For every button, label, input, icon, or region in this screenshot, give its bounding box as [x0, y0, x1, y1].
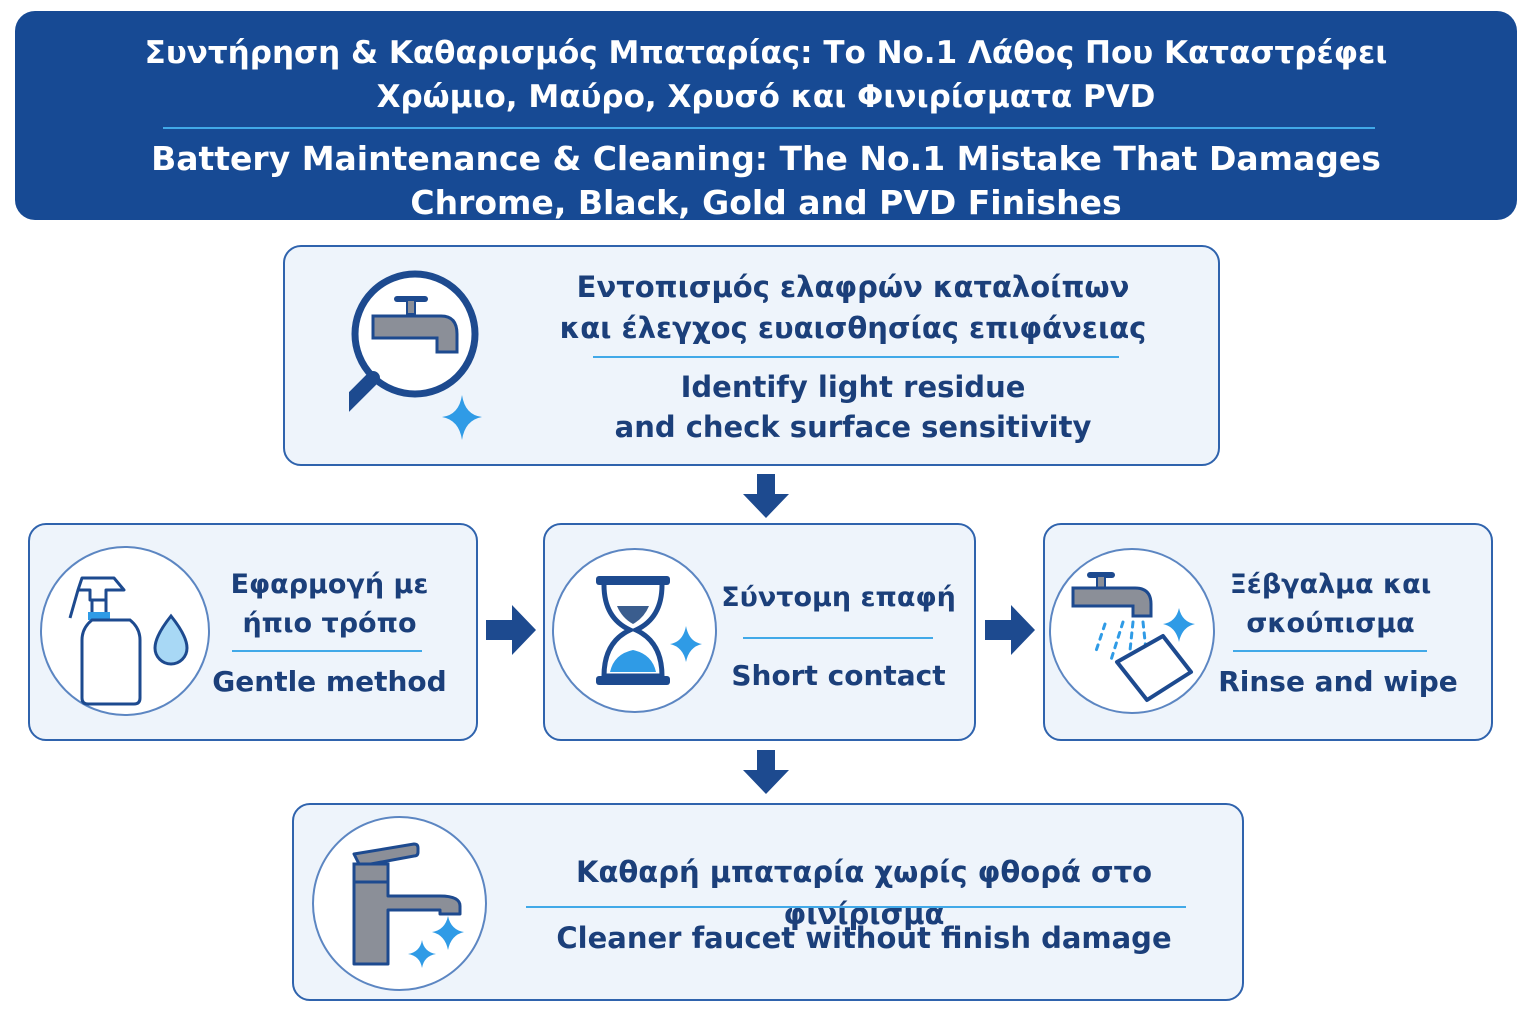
arrow-right-1	[486, 605, 536, 655]
rinse-english: Rinse and wipe	[1218, 665, 1458, 698]
identify-divider	[593, 356, 1119, 358]
identify-english-line-2: and check surface sensitivity	[614, 410, 1092, 444]
arrow-down-1	[743, 474, 789, 518]
identify-greek-line-1: Εντοπισμός ελαφρών καταλοίπων	[576, 270, 1130, 304]
result-greek: Καθαρή μπαταρία χωρίς φθορά στο φινίρισμ…	[575, 855, 1153, 931]
step-result-card: Καθαρή μπαταρία χωρίς φθορά στο φινίρισμ…	[292, 803, 1244, 1001]
apply-greek-line-2: ήπιο τρόπο	[242, 608, 417, 639]
rinse-greek-line-1: Ξέβγαλμα και	[1229, 569, 1432, 600]
result-divider	[526, 906, 1186, 908]
identify-english-line-1: Identify light residue	[680, 370, 1026, 404]
apply-english: Gentle method	[212, 665, 447, 698]
title-banner: Συντήρηση & Καθαρισμός Μπαταρίας: Το No.…	[15, 11, 1517, 222]
rinse-greek-line-2: σκούπισμα	[1246, 608, 1415, 639]
title-greek-line-2: Χρώμιο, Μαύρο, Χρυσό και Φινιρίσματα PVD	[376, 79, 1156, 115]
identify-greek: Εντοπισμός ελαφρών καταλοίπων και έλεγχο…	[553, 267, 1153, 349]
title-english-line-1: Battery Maintenance & Cleaning: The No.1…	[151, 139, 1381, 178]
magnifier-faucet-icon	[349, 268, 485, 440]
title-english-line-2: Chrome, Black, Gold and PVD Finishes	[410, 183, 1122, 222]
spray-bottle-icon	[40, 546, 210, 716]
step-apply-card: Εφαρμογή με ήπιο τρόπο Gentle method	[28, 523, 478, 741]
contact-greek: Σύντομη επαφή	[721, 582, 956, 613]
apply-greek: Εφαρμογή με ήπιο τρόπο	[212, 565, 447, 643]
rinse-greek: Ξέβγαλμα και σκούπισμα	[1213, 565, 1448, 643]
apply-greek-line-1: Εφαρμογή με	[230, 569, 429, 600]
title-greek-line-1: Συντήρηση & Καθαρισμός Μπαταρίας: Το No.…	[144, 35, 1388, 71]
arrow-right-2	[985, 605, 1035, 655]
step-identify-card: Εντοπισμός ελαφρών καταλοίπων και έλεγχο…	[283, 245, 1220, 466]
step-contact-card: Σύντομη επαφή Short contact	[543, 523, 976, 741]
arrow-down-2	[743, 750, 789, 794]
step-rinse-card: Ξέβγαλμα και σκούπισμα Rinse and wipe	[1043, 523, 1493, 741]
contact-english: Short contact	[731, 659, 946, 692]
faucet-cloth-icon	[1049, 548, 1215, 714]
contact-divider	[743, 637, 933, 639]
identify-greek-line-2: και έλεγχος ευαισθησίας επιφάνειας	[559, 311, 1147, 345]
apply-divider	[232, 650, 422, 652]
title-divider	[163, 127, 1375, 129]
result-english: Cleaner faucet without finish damage	[556, 921, 1172, 955]
hourglass-icon	[552, 548, 717, 713]
identify-english: Identify light residue and check surface…	[553, 367, 1153, 447]
title-english: Battery Maintenance & Cleaning: The No.1…	[15, 137, 1517, 225]
rinse-divider	[1233, 650, 1427, 652]
clean-faucet-icon	[312, 816, 487, 991]
title-greek: Συντήρηση & Καθαρισμός Μπαταρίας: Το No.…	[15, 31, 1517, 119]
